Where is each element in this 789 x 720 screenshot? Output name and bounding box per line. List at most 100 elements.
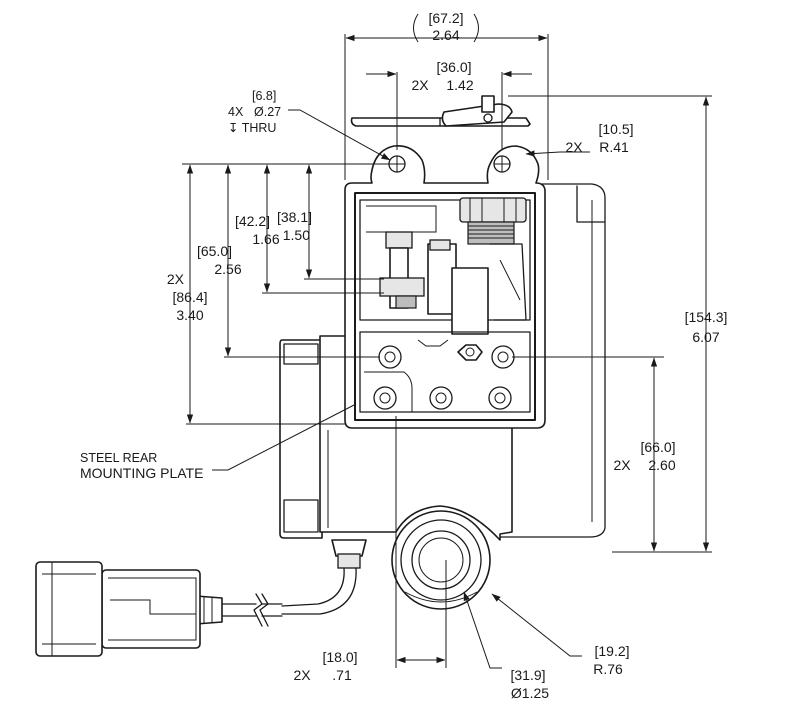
mounting-plate-label-line2: MOUNTING PLATE: [80, 465, 203, 481]
width-metric: [67.2]: [428, 10, 463, 26]
connector-plug-detail: [42, 562, 96, 656]
connector-latch: [110, 599, 196, 615]
main-housing-inner: [354, 192, 536, 421]
screw-bottom-center: [429, 386, 453, 410]
bore-outer: [400, 519, 482, 601]
switch-clamp: [379, 277, 425, 297]
cable-upper: [281, 567, 345, 607]
height-42-imperial: 1.66: [252, 231, 279, 247]
leader-boss-radius: [491, 593, 582, 657]
left-boss: [279, 339, 323, 539]
thru-hole-diameter: Ø.27: [254, 105, 281, 119]
boss-radius-value: R.76: [593, 661, 623, 677]
ext-width: [344, 34, 549, 180]
screw-bottom-center-core: [435, 392, 447, 404]
boss-radius-metric: [19.2]: [594, 643, 629, 659]
part-outline: [35, 95, 606, 657]
mounting-plate-label-line1: STEEL REAR: [80, 451, 157, 465]
screw-bottom-left-core: [379, 392, 391, 404]
dimension-lines: [182, 34, 712, 669]
bore-lower-arc: [404, 591, 478, 603]
top-nut-flats: [469, 198, 517, 222]
screw-top-left-core: [384, 351, 396, 363]
height-65-imperial: 2.56: [214, 261, 241, 277]
height-86-imperial: 3.40: [176, 307, 203, 323]
height-65-metric: [65.0]: [197, 243, 232, 259]
lower-pocket-notch: [417, 339, 449, 347]
connector-boot-ribs: [203, 597, 213, 623]
left-boss-top-tab: [283, 343, 319, 365]
connector-plug: [35, 561, 103, 657]
stud-threads: [468, 225, 514, 239]
thru-hole-note: ↧ THRU: [228, 121, 276, 135]
hole-spacing-qty: 2X: [411, 77, 429, 93]
left-boss-bottom-tab: [283, 499, 319, 533]
connector-body: [101, 569, 201, 649]
radius-qty: 2X: [565, 139, 583, 155]
hex-nut-hole: [465, 347, 475, 357]
hole-spacing-imperial: 1.42: [446, 77, 473, 93]
bore-inner: [411, 530, 471, 590]
rear-plate-right: [499, 183, 606, 538]
width-imperial: 2.64: [432, 27, 459, 43]
height-66-metric: [66.0]: [640, 439, 675, 455]
actuator-bracket: [489, 243, 527, 321]
radius-value: R.41: [599, 139, 629, 155]
lower-pocket-rib: [364, 371, 413, 412]
mount-hole-right-cross: [494, 156, 510, 172]
paren-left: [413, 13, 419, 43]
height-42-metric: [42.2]: [235, 213, 270, 229]
offset-18-imperial: .71: [332, 667, 352, 683]
switch-nut: [395, 295, 417, 309]
ext-overall-height: [508, 95, 712, 553]
lever-pivot: [483, 113, 493, 123]
leader-bore: [463, 591, 502, 669]
bore-metric: [31.9]: [510, 667, 545, 683]
bore-diameter: Ø1.25: [511, 685, 549, 701]
screw-bottom-left: [373, 386, 397, 410]
cable-gland: [331, 539, 367, 557]
offset-18-qty: 2X: [293, 667, 311, 683]
cable-gland-nut: [337, 553, 361, 569]
cable-section-right: [261, 603, 283, 617]
mount-hole-left-cross: [389, 156, 405, 172]
height-86-qty: 2X: [167, 271, 185, 287]
height-86-metric: [86.4]: [172, 289, 207, 305]
hole-spacing-metric: [36.0]: [436, 59, 471, 75]
bore-core: [418, 537, 464, 583]
ext-offset-18: [395, 416, 447, 668]
lower-pocket: [359, 331, 531, 413]
cable-lower: [281, 567, 357, 615]
connector-body-inner: [108, 577, 197, 641]
height-66-qty: 2X: [613, 457, 631, 473]
leader-mounting-plate: [212, 403, 357, 471]
leader-thru-hole: [288, 109, 391, 161]
thru-hole-metric: [6.8]: [252, 89, 276, 103]
switch-cap: [385, 231, 413, 249]
dimension-labels: [67.2] 2.64 [36.0] 2X 1.42 [6.8] 4X Ø.27…: [80, 10, 727, 701]
thru-hole-qty: 4X: [228, 105, 244, 119]
bore-boss: [391, 510, 491, 610]
height-66-imperial: 2.60: [648, 457, 675, 473]
cable-break-symbol: [253, 593, 269, 627]
lever-pin: [481, 95, 495, 113]
screw-top-right-core: [497, 351, 509, 363]
actuator-spring: [499, 259, 521, 301]
cable-section-left: [221, 603, 257, 617]
paren-right: [473, 13, 479, 43]
actuator-cam: [451, 267, 489, 335]
actuator-top: [429, 239, 451, 251]
overall-height-metric: [154.3]: [685, 309, 728, 325]
ext-hole-spacing: [396, 72, 503, 150]
radius-metric: [10.5]: [598, 121, 633, 137]
threaded-stud: [467, 221, 515, 245]
height-38-metric: [38.1]: [277, 209, 312, 225]
screw-bottom-right-core: [494, 392, 506, 404]
rear-plate-notch: [576, 185, 605, 223]
overall-height-imperial: 6.07: [692, 329, 719, 345]
leader-radius: [525, 150, 590, 157]
screw-bottom-right: [488, 386, 512, 410]
height-38-imperial: 1.50: [283, 227, 310, 243]
hex-nut: [457, 344, 483, 361]
